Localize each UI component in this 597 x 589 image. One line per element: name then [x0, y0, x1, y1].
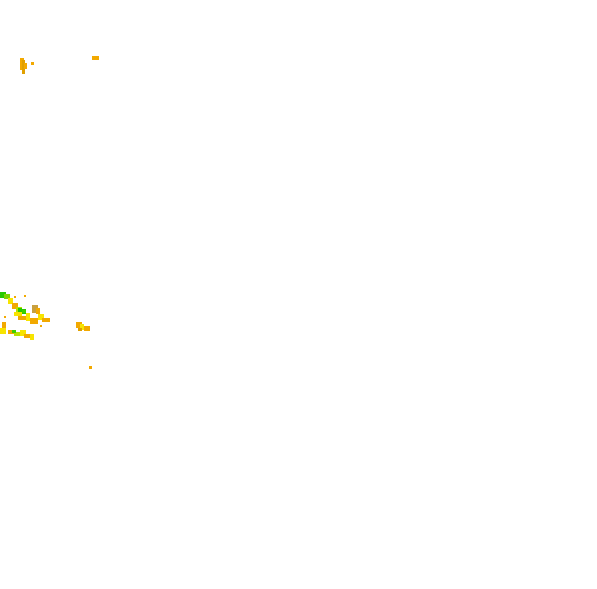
patch-cluster-green	[12, 308, 26, 333]
patch-cluster-east	[76, 322, 90, 331]
patch-north-center	[92, 56, 99, 60]
patch-north-west	[20, 58, 34, 74]
patch-speck	[89, 366, 92, 369]
